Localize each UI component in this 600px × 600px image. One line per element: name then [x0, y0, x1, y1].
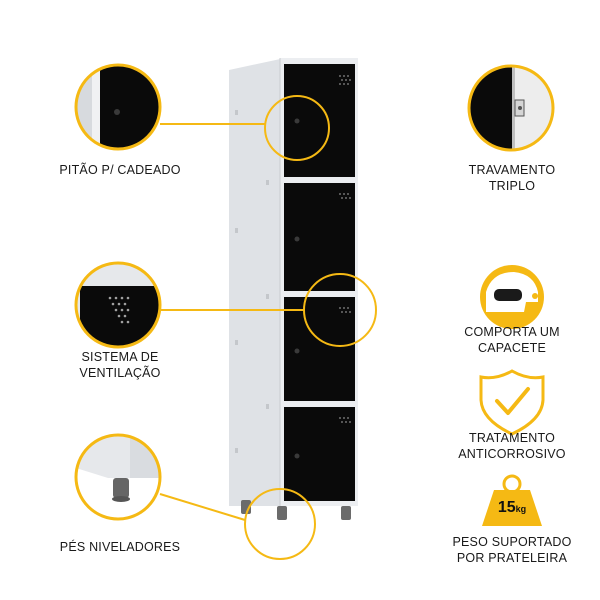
detail-padlock — [76, 65, 160, 149]
callout-circle-padlock — [264, 95, 330, 161]
label-ventilation-system: SISTEMA DE VENTILAÇÃO — [79, 350, 161, 380]
label-triple-lock: TRAVAMENTO TRIPLO — [468, 163, 556, 193]
locker-door-3 — [284, 297, 355, 401]
shield-check-icon — [479, 369, 545, 436]
label-shelf-weight: PESO SUPORTADO POR PRATELEIRA — [452, 535, 572, 565]
locker — [229, 58, 358, 520]
locker-door-4 — [284, 407, 355, 501]
weight-unit: kg — [515, 504, 527, 514]
label-helmet-capacity: COMPORTA UM CAPACETE — [464, 325, 560, 355]
label-anticorrosive: TRATAMENTO ANTICORROSIVO — [458, 431, 566, 461]
label-padlock-hasp: PITÃO P/ CADEADO — [59, 163, 181, 177]
detail-triple-lock — [469, 66, 553, 150]
detail-ventilation — [76, 263, 160, 347]
weight-icon — [482, 474, 542, 526]
callout-circle-feet — [244, 488, 316, 560]
detail-leveling-feet — [76, 435, 160, 519]
label-leveling-feet: PÉS NIVELADORES — [59, 540, 181, 554]
weight-badge: 15kg — [486, 499, 538, 517]
callout-circle-ventilation — [303, 273, 377, 347]
helmet-icon — [480, 265, 544, 329]
weight-value: 15 — [497, 499, 516, 516]
